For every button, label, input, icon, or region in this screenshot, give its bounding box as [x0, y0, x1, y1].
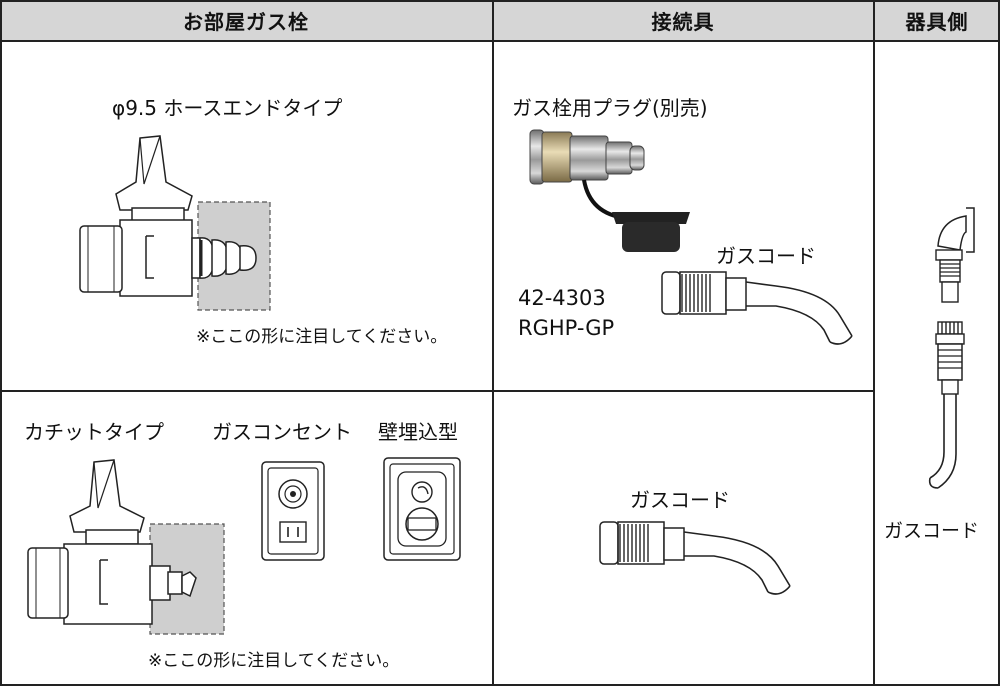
col-divider-1: [492, 0, 494, 686]
appliance-connector-illustration: [928, 207, 975, 489]
header-bottom-border: [0, 40, 1000, 42]
gas-plug-photo: [529, 129, 690, 252]
hose-end-title: φ9.5 ホースエンドタイプ: [112, 96, 343, 120]
appliance-cord-label: ガスコード: [884, 520, 980, 542]
plug-cord-label: ガスコード: [716, 244, 816, 268]
wall-embedded-illustration: [383, 457, 461, 561]
table-left-border: [0, 0, 2, 686]
outlet-title: ガスコンセント: [212, 420, 352, 444]
wall-embedded-title: 壁埋込型: [378, 420, 458, 444]
table-right-border: [998, 0, 1000, 686]
header-col-appliance: 器具側: [874, 0, 1000, 40]
header-col-connector: 接続具: [493, 0, 873, 40]
table-bottom-border: [0, 684, 1000, 686]
col-divider-2: [873, 0, 875, 686]
kachitto-valve-illustration: [27, 459, 225, 635]
hose-end-valve-illustration: [79, 135, 271, 311]
kachitto-title: カチットタイプ: [24, 420, 164, 444]
table-top-border: [0, 0, 1000, 2]
gas-cord-illustration-top: [661, 271, 853, 345]
hose-end-note: ※ここの形に注目してください。: [196, 327, 448, 347]
row-divider: [0, 390, 874, 392]
header-col-gas-valve: お部屋ガス栓: [0, 0, 492, 40]
plug-model-code: RGHP-GP: [518, 316, 615, 340]
connector-bottom-cord-label: ガスコード: [630, 488, 730, 512]
plug-title: ガス栓用プラグ(別売): [512, 96, 708, 120]
plug-model-no: 42-4303: [518, 286, 606, 310]
gas-outlet-illustration: [261, 461, 325, 561]
kachitto-note: ※ここの形に注目してください。: [148, 651, 400, 671]
gas-cord-illustration-bottom: [599, 521, 791, 595]
